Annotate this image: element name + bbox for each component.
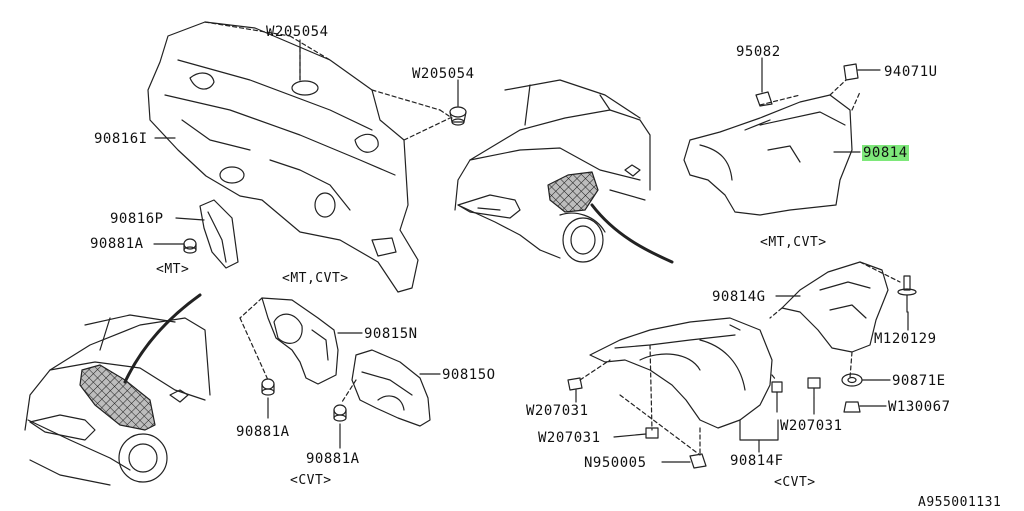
label-94071u: 94071U (884, 64, 938, 80)
washer-90871e (841, 373, 863, 387)
label-90816p: 90816P (110, 211, 164, 227)
note-mt-cvt-dash: <MT,CVT> (282, 271, 349, 286)
label-90881a-cvt-right: 90881A (306, 451, 360, 467)
label-w130067: W130067 (888, 399, 951, 415)
label-90814f: 90814F (730, 453, 784, 469)
tunnel-insulator-90814 (683, 94, 853, 216)
car-illustration-left (24, 314, 211, 486)
clip-w207031-left (567, 377, 583, 391)
clip-w207031-center (645, 427, 659, 439)
heat-shield-90815o (351, 349, 431, 427)
car-illustration-right (454, 79, 651, 263)
label-m120129: M120129 (874, 331, 937, 347)
insulator-location-mesh-2 (79, 364, 156, 431)
label-w207031-center: W207031 (538, 430, 601, 446)
bolt-m120129 (897, 275, 917, 313)
label-90881a-cvt-left: 90881A (236, 424, 290, 440)
clip-94071u (843, 63, 859, 81)
heat-insulator-90814f (589, 317, 773, 429)
label-w205054-right: W205054 (412, 66, 475, 82)
clip-90881a-cvt-1 (261, 378, 275, 396)
label-w205054-top: W205054 (266, 24, 329, 40)
insulator-location-mesh-1 (547, 171, 599, 213)
heat-insulator-90814g (781, 261, 889, 353)
clip-w207031-bolt (771, 381, 783, 413)
dash-insulator-part (147, 21, 419, 293)
label-n950005: N950005 (584, 455, 647, 471)
label-90814g: 90814G (712, 289, 766, 305)
clip-90881a-mt (183, 238, 197, 254)
note-mt: <MT> (156, 262, 190, 277)
grommet-fastener (449, 106, 467, 126)
label-90814-highlighted: 90814 (862, 145, 909, 161)
label-95082: 95082 (736, 44, 781, 60)
clip-90881a-cvt-2 (333, 404, 347, 422)
clip-95082 (755, 91, 773, 107)
heat-shield-90815n (261, 297, 339, 385)
note-cvt-left: <CVT> (290, 473, 332, 488)
label-90871e: 90871E (892, 373, 946, 389)
diagram-reference-code: A955001131 (918, 495, 1002, 510)
label-w207031-right: W207031 (780, 418, 843, 434)
label-90881a-mt: 90881A (90, 236, 144, 252)
clip-w207031-right (807, 377, 821, 399)
leader-lines (153, 39, 909, 463)
note-mt-cvt-tunnel: <MT,CVT> (760, 235, 827, 250)
label-90815o: 90815O (442, 367, 496, 383)
label-w207031-left: W207031 (526, 403, 589, 419)
note-cvt-right: <CVT> (774, 475, 816, 490)
clip-n950005 (689, 453, 707, 469)
label-90816i: 90816I (94, 131, 148, 147)
label-90815n: 90815N (364, 326, 418, 342)
nut-w130067 (843, 401, 861, 413)
bracket-insulator-part (199, 199, 239, 269)
